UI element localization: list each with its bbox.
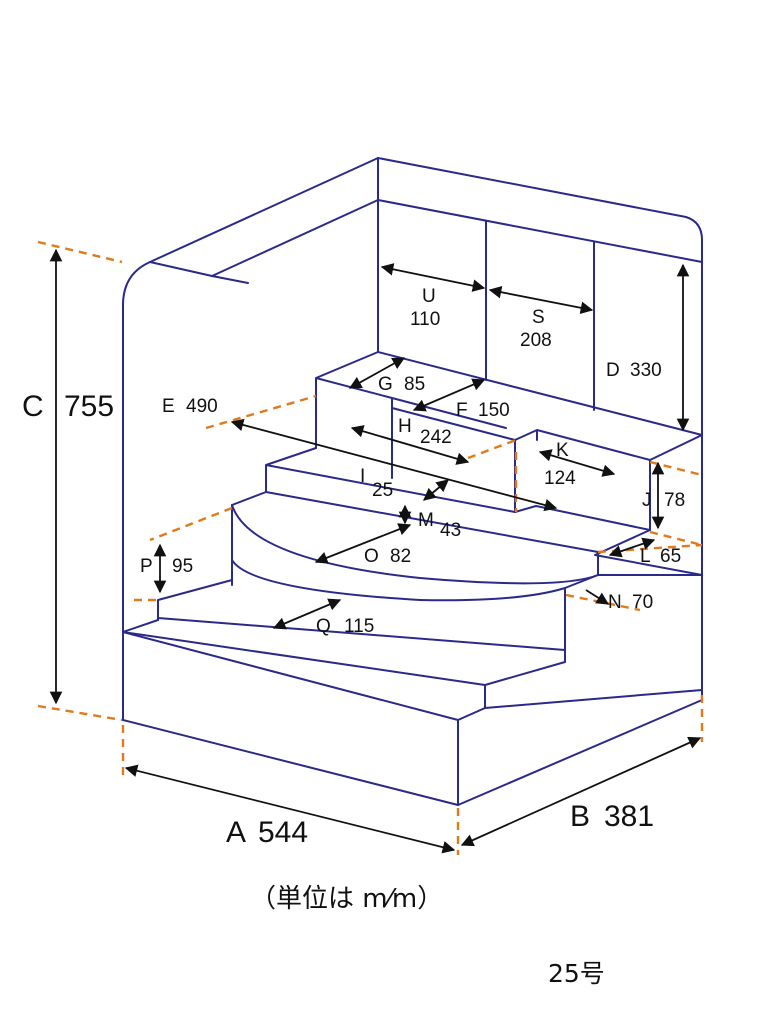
label-D-value: 330 bbox=[630, 360, 662, 381]
arrow-Q bbox=[272, 598, 342, 630]
second-tier bbox=[265, 447, 599, 553]
arrow-E bbox=[230, 418, 558, 512]
arrow-S bbox=[488, 285, 594, 315]
label-F-letter: F bbox=[456, 400, 468, 421]
label-P-value: 95 bbox=[172, 556, 193, 577]
arrow-F bbox=[412, 378, 486, 412]
label-M-letter: M bbox=[418, 510, 434, 531]
label-O-letter: O bbox=[364, 546, 379, 567]
label-H-letter: H bbox=[398, 416, 412, 437]
label-S-letter: S bbox=[532, 307, 545, 328]
arrow-A bbox=[124, 764, 456, 854]
label-H-value: 242 bbox=[420, 427, 452, 448]
arrow-O bbox=[314, 523, 412, 564]
base-top bbox=[122, 619, 486, 721]
label-S-value: 208 bbox=[520, 330, 552, 351]
left-panel-top bbox=[122, 157, 379, 721]
left-panel-inner bbox=[211, 199, 379, 277]
arrow-U bbox=[380, 263, 486, 292]
dimension-labels: C 755 A 544 B 381 D 330 E 490 F 150 G 85… bbox=[22, 286, 685, 849]
label-I-letter: I bbox=[360, 466, 365, 487]
label-A-value: 544 bbox=[258, 816, 308, 849]
label-C-letter: C bbox=[22, 390, 44, 423]
label-E-letter: E bbox=[162, 396, 175, 417]
arrow-B bbox=[460, 736, 702, 847]
label-U-value: 110 bbox=[410, 309, 440, 330]
label-B-letter: B bbox=[570, 800, 590, 833]
label-J-value: 78 bbox=[664, 490, 685, 511]
semicircle-top bbox=[231, 504, 599, 585]
label-U-letter: U bbox=[422, 286, 436, 307]
left-panel-brace bbox=[149, 261, 249, 284]
label-M-value: 43 bbox=[440, 520, 461, 541]
box-structure bbox=[122, 157, 703, 806]
arrow-G bbox=[348, 357, 406, 389]
semicircle-curve bbox=[231, 491, 267, 506]
arrow-N bbox=[585, 589, 610, 605]
label-E-value: 490 bbox=[186, 396, 218, 417]
label-Q-value: 115 bbox=[344, 616, 374, 637]
arrow-K bbox=[538, 449, 616, 477]
third-tier bbox=[157, 579, 566, 651]
label-N-value: 70 bbox=[632, 592, 653, 613]
model-number: 25号 bbox=[548, 959, 605, 988]
third-tier-front bbox=[484, 649, 566, 686]
label-F-value: 150 bbox=[478, 400, 510, 421]
arrow-L bbox=[608, 537, 656, 558]
label-K-letter: K bbox=[556, 440, 569, 461]
label-P-letter: P bbox=[140, 556, 153, 577]
label-J-letter: J bbox=[642, 490, 652, 511]
unit-note: （単位は m⁄m） bbox=[250, 884, 443, 914]
label-C-value: 755 bbox=[64, 390, 114, 423]
semicircle-edge bbox=[419, 574, 599, 651]
back-shelf bbox=[377, 351, 703, 436]
label-K-value: 124 bbox=[544, 468, 576, 489]
top-rail bbox=[377, 157, 703, 691]
label-Q-letter: Q bbox=[316, 616, 331, 637]
label-I-value: 25 bbox=[372, 480, 393, 501]
arrow-H bbox=[350, 425, 470, 465]
base-step-right bbox=[484, 689, 703, 709]
label-B-value: 381 bbox=[604, 800, 654, 833]
arrow-I bbox=[423, 479, 449, 501]
semicircle-front bbox=[231, 559, 421, 601]
label-L-letter: L bbox=[640, 546, 651, 567]
label-G-letter: G bbox=[378, 374, 393, 395]
top-rail-inner bbox=[377, 199, 703, 263]
label-L-value: 65 bbox=[660, 546, 681, 567]
label-D-letter: D bbox=[606, 360, 620, 381]
label-O-value: 82 bbox=[390, 546, 411, 567]
label-A-letter: A bbox=[226, 816, 246, 849]
dimension-arrows bbox=[49, 248, 702, 854]
label-N-letter: N bbox=[608, 592, 622, 613]
top-step bbox=[315, 351, 507, 479]
label-G-value: 85 bbox=[404, 374, 425, 395]
